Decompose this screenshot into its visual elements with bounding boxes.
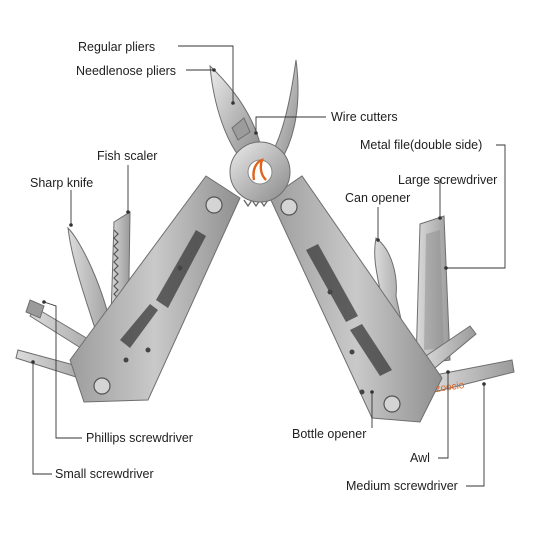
label-regular-pliers: Regular pliers (78, 40, 155, 54)
leader-awl (438, 372, 449, 459)
leader-regular-pliers (178, 45, 234, 103)
label-needlenose-pliers: Needlenose pliers (76, 64, 176, 78)
callout-labels: Regular pliers Needlenose pliers Wire cu… (30, 40, 497, 493)
label-bottle-opener: Bottle opener (292, 427, 366, 441)
brand-logo: zoocio (435, 380, 466, 395)
leader-phillips-screwdriver (43, 301, 82, 439)
right-handle: zoocio (269, 175, 466, 423)
leader-metal-file (446, 144, 506, 269)
leader-medium-screwdriver (466, 384, 485, 487)
leader-wire-cutters (255, 116, 326, 133)
leader-lines (31, 45, 506, 487)
label-small-screwdriver: Small screwdriver (55, 467, 154, 481)
label-can-opener: Can opener (345, 191, 410, 205)
left-handle (69, 175, 241, 403)
pliers-head (209, 59, 299, 203)
leader-small-screwdriver (32, 362, 52, 475)
handle-spring (243, 198, 269, 208)
label-sharp-knife: Sharp knife (30, 176, 93, 190)
label-awl: Awl (410, 451, 430, 465)
label-metal-file: Metal file(double side) (360, 138, 482, 152)
label-wire-cutters: Wire cutters (331, 110, 398, 124)
label-phillips-screwdriver: Phillips screwdriver (86, 431, 193, 445)
label-medium-screwdriver: Medium screwdriver (346, 479, 458, 493)
label-fish-scaler: Fish scaler (97, 149, 157, 163)
multitool-illustration: zoocio (15, 59, 515, 423)
label-large-screwdriver: Large screwdriver (398, 173, 497, 187)
large-screwdriver-tool (415, 215, 451, 365)
